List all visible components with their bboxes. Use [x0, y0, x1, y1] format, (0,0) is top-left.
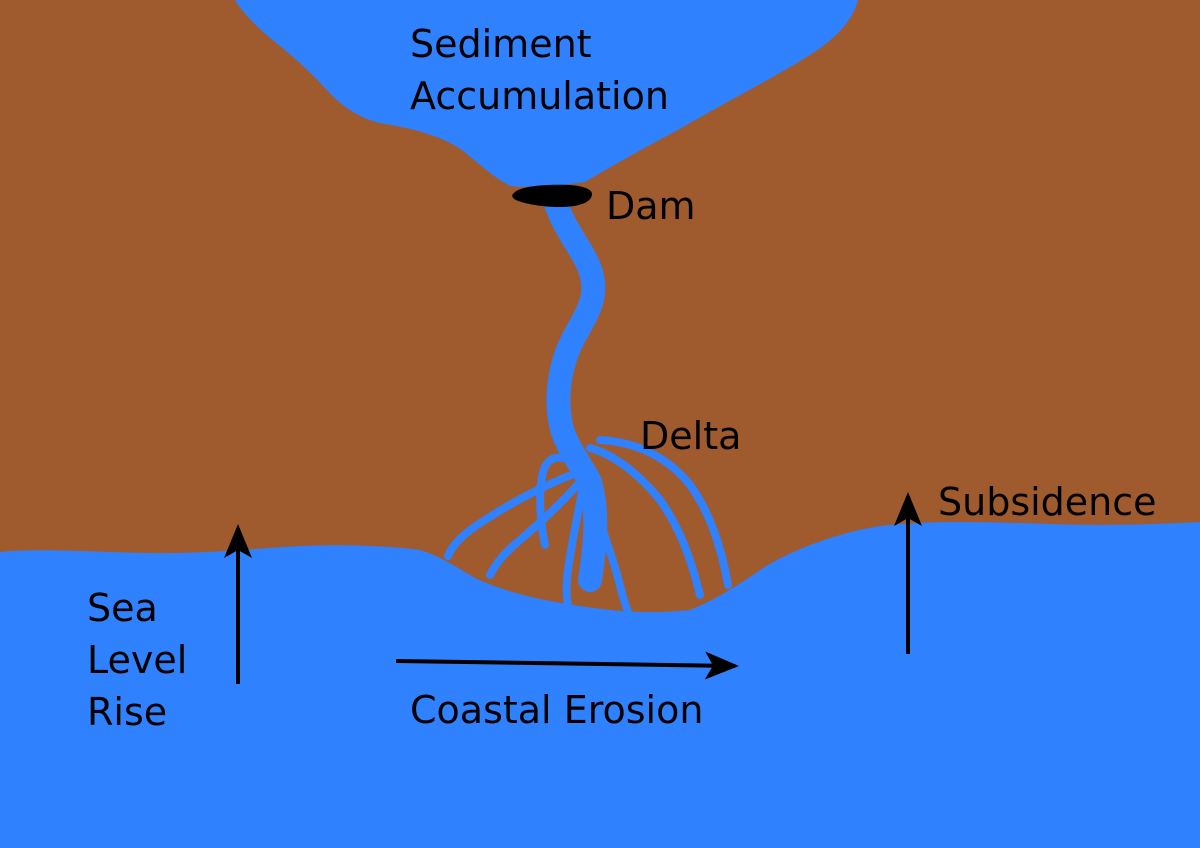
label-sediment-line1: Sediment	[410, 22, 592, 66]
label-sea-level-rise: Sea Level Rise	[87, 582, 187, 738]
river-channel	[543, 188, 608, 592]
arrow-right-icon	[395, 651, 739, 680]
label-subsidence: Subsidence	[938, 480, 1157, 524]
label-sediment-line2: Accumulation	[410, 74, 669, 118]
label-delta: Delta	[640, 414, 742, 458]
dam-icon	[512, 184, 592, 207]
label-dam: Dam	[606, 184, 696, 228]
label-sea-line1: Sea	[87, 586, 158, 630]
sea	[0, 522, 1200, 848]
label-sea-line3: Rise	[87, 690, 168, 734]
label-sea-line2: Level	[87, 638, 188, 682]
label-coastal-erosion: Coastal Erosion	[410, 688, 704, 732]
delta-channels	[444, 436, 732, 616]
reservoir	[235, 0, 858, 187]
label-sediment-accumulation: Sediment Accumulation	[410, 18, 669, 122]
